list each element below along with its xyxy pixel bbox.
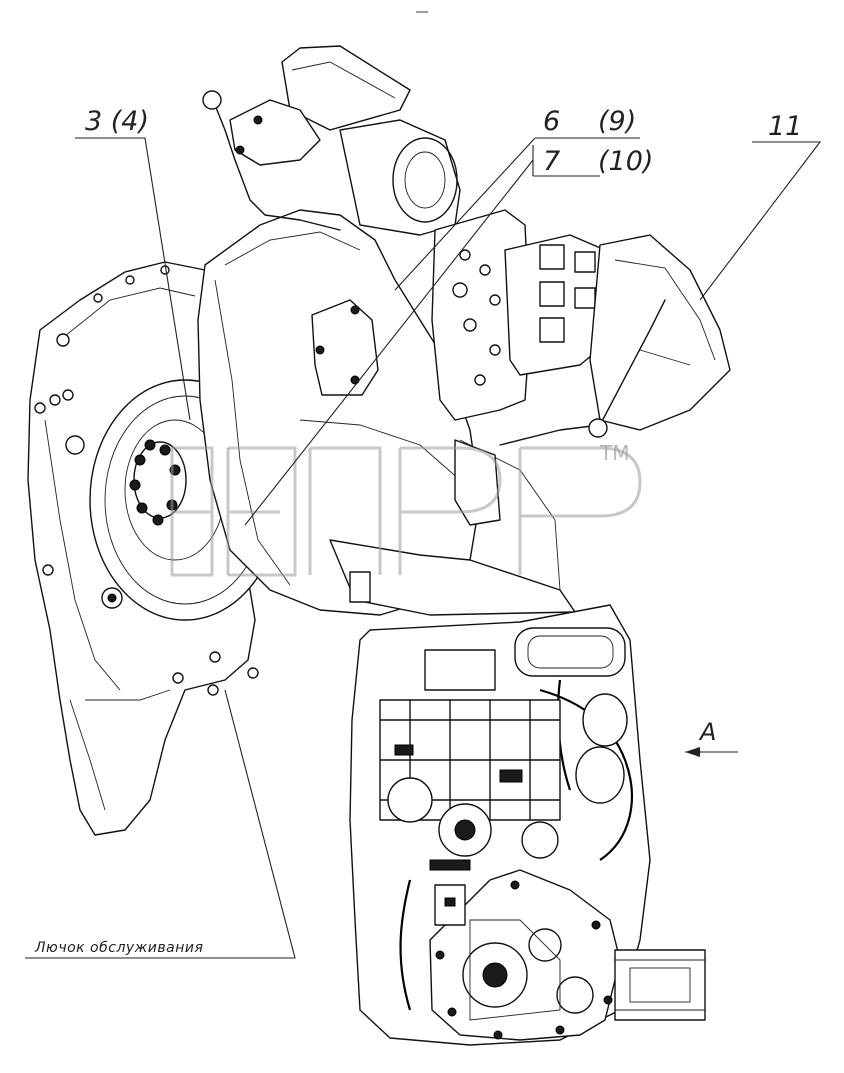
callout-9: (9): [598, 106, 636, 137]
callout-11: 11: [768, 111, 802, 142]
publisher-watermark: TM: [170, 441, 642, 577]
control-block-ports: [452, 249, 501, 386]
callout-10: (10): [598, 146, 653, 177]
callout-3-4: 3 (4): [85, 106, 149, 137]
internal-mechanism: [379, 699, 561, 871]
cooler-pipe: [539, 688, 633, 861]
output-flange: [614, 949, 706, 1021]
callout-labels: 3 (4) 6 (9) 7 (10) 11 Лючок обслуживания: [34, 106, 802, 956]
output-housing: [589, 234, 731, 431]
service-hatch-label: Лючок обслуживания: [34, 940, 203, 956]
flange-bolt-holes: [34, 265, 259, 696]
view-direction-arrow: A: [685, 718, 738, 757]
callout-leaders: [25, 137, 822, 959]
inspection-cover: [311, 299, 379, 396]
pto-cover: [392, 137, 458, 223]
callout-6: 6: [543, 106, 560, 137]
callout-7: 7: [543, 146, 560, 177]
view-a-gearbox: [349, 604, 706, 1046]
gear-cover-bolts: [435, 880, 613, 1040]
filter-housing: [514, 627, 626, 677]
trademark-mark: TM: [599, 441, 629, 465]
dipstick-tube: [214, 104, 341, 231]
view-label: A: [698, 718, 716, 746]
isometric-gearbox-view: [27, 45, 731, 836]
